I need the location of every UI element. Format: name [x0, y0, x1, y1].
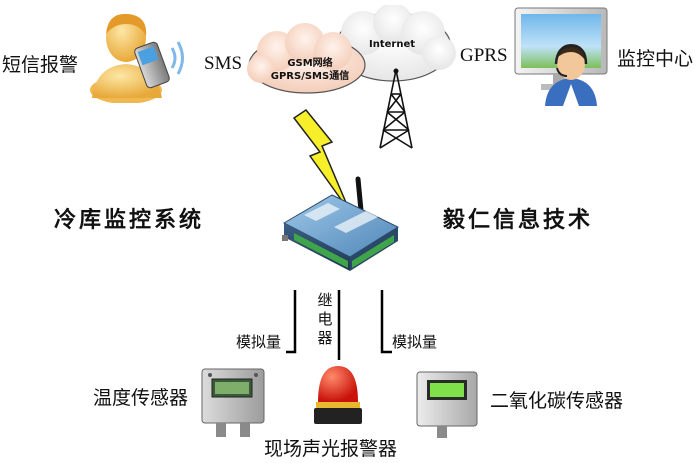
analog-label-right: 模拟量	[392, 333, 438, 351]
lightning-bolt-icon	[292, 108, 354, 220]
cloud-line-2: GPRS/SMS通信	[270, 71, 350, 82]
system-title: 冷库监控系统	[54, 208, 205, 233]
gsm-cloud	[243, 3, 463, 104]
cloud-line-1: GSM网络	[287, 58, 333, 69]
cloud-text: GSM网络 GPRS/SMS通信	[262, 57, 358, 83]
company-title: 毅仁信息技术	[443, 208, 594, 233]
monitor-center-label: 监控中心	[617, 48, 694, 70]
phone-user-icon	[88, 8, 193, 107]
dtu-device	[274, 175, 406, 289]
alarm-light-icon	[312, 362, 364, 430]
internet-label: Internet	[368, 39, 415, 50]
cell-tower-icon	[372, 68, 420, 154]
gprs-label: GPRS	[460, 45, 508, 66]
sms-alarm-label: 短信报警	[2, 54, 79, 76]
alarm-device-label: 现场声光报警器	[264, 438, 398, 460]
co2-sensor-label: 二氧化碳传感器	[490, 390, 624, 412]
analog-label-left: 模拟量	[236, 333, 282, 351]
co2-sensor-device	[413, 368, 485, 444]
monitor-operator-icon	[513, 6, 613, 110]
temperature-sensor-label: 温度传感器	[93, 387, 189, 409]
sms-label: SMS	[204, 53, 243, 74]
temperature-sensor-device	[198, 365, 270, 447]
relay-label: 继电器	[317, 291, 333, 347]
